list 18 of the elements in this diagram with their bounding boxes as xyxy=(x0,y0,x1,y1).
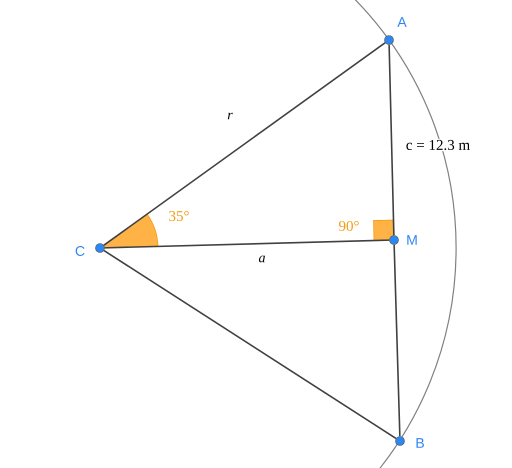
point: M xyxy=(389,235,417,245)
node-label: B xyxy=(416,438,424,448)
line-segment xyxy=(104,250,396,440)
node-label: M xyxy=(407,235,417,245)
node-label: C xyxy=(76,246,85,256)
line-segment xyxy=(104,239,390,249)
point: C xyxy=(76,243,105,256)
point: B xyxy=(395,436,424,448)
edge-label: a xyxy=(258,254,266,264)
length-label: c = 12.3 m xyxy=(404,138,472,152)
line-segment xyxy=(393,244,401,436)
edge-label: r xyxy=(226,112,234,120)
line-segment xyxy=(388,44,395,236)
angle-label: 90° xyxy=(338,220,359,232)
line-segment xyxy=(103,42,386,246)
node-label: A xyxy=(397,17,407,27)
point: A xyxy=(384,17,407,45)
angle-label: 35° xyxy=(169,210,189,222)
